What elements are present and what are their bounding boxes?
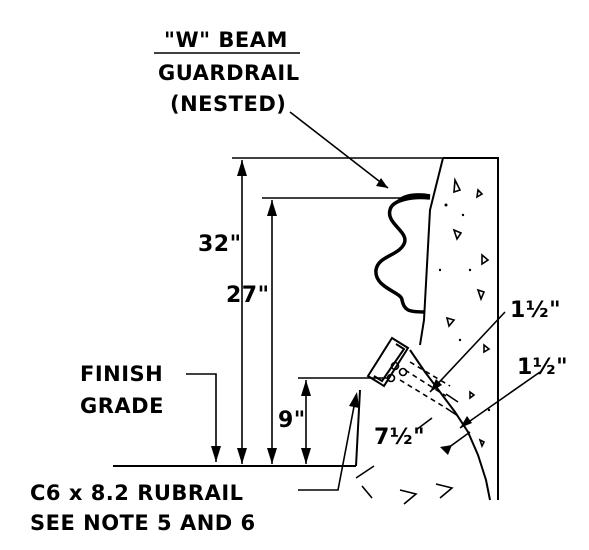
concrete-barrier <box>409 157 499 501</box>
dimension-9: 9" <box>278 408 306 433</box>
dimension-32: 32" <box>198 232 242 257</box>
dimension-7-half: 7½" <box>374 425 425 450</box>
beam-label-line1: "W" BEAM <box>164 28 288 52</box>
finish-grade-label-line2: GRADE <box>80 394 164 418</box>
finish-grade-line <box>113 389 361 467</box>
dimension-1-half-b: 1½" <box>517 355 568 380</box>
leader-lines <box>154 52 389 491</box>
beam-label-line3: (NESTED) <box>170 92 286 116</box>
beam-label-line2: GUARDRAIL <box>158 61 300 85</box>
rubrail-label-line2: SEE NOTE 5 AND 6 <box>30 511 256 535</box>
dimension-27: 27" <box>226 283 270 308</box>
rubrail-label-line1: C6 x 8.2 RUBRAIL <box>30 481 244 505</box>
finish-grade-label-line1: FINISH <box>80 362 163 386</box>
dimension-1-half-a: 1½" <box>510 298 561 323</box>
w-beam-guardrail <box>374 193 431 314</box>
rubrail-channel <box>366 336 459 417</box>
offset-dimensions <box>355 311 541 505</box>
height-dimensions <box>232 157 443 464</box>
